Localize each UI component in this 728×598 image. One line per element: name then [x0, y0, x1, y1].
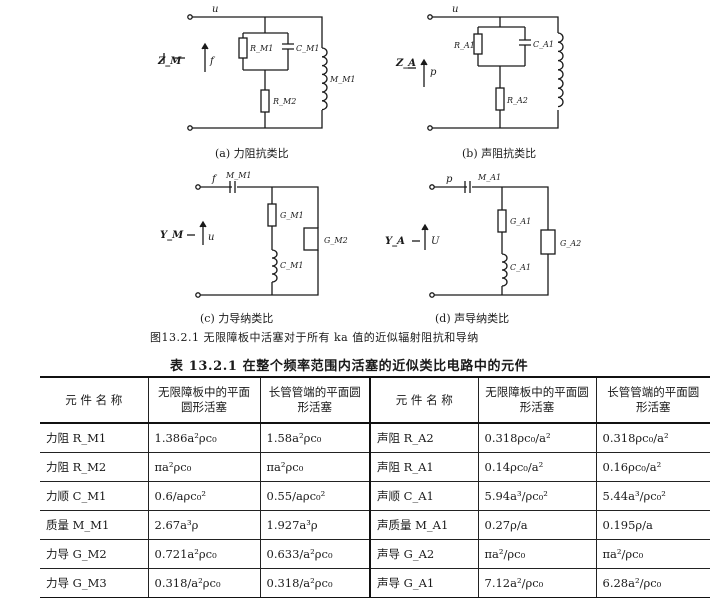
panel-d-g2-label: G_A2: [560, 239, 581, 248]
table-cell: 0.55/aρc₀²: [259, 481, 371, 511]
table-cell: 声导 G_A1: [369, 568, 479, 598]
panel-a-caption: (a) 力阻抗类比: [215, 146, 289, 160]
panel-c-series-label: M_M1: [225, 171, 251, 180]
panel-b-input-label: Z_A: [395, 58, 416, 69]
table-cell: 力顺 C_M1: [40, 481, 149, 511]
table-cell: 0.318/a²ρc₀: [259, 568, 371, 598]
panel-a-r2-label: R_M2: [272, 97, 296, 106]
panel-d-input-label: Y_A: [385, 236, 405, 247]
header-cell: 无限障板中的平面圆形活塞: [147, 376, 261, 424]
panel-a-r1-label: R_M1: [249, 44, 273, 53]
circuit-a: [163, 14, 328, 131]
header-cell: 元 件 名 称: [369, 376, 479, 424]
panel-c-top-label: f: [211, 174, 218, 185]
panel-d-c-label: C_A1: [510, 263, 531, 272]
table-cell: 6.28a²/ρc₀: [595, 568, 710, 598]
table-cell: 声质量 M_A1: [369, 510, 479, 540]
table-cell: 0.14ρc₀/a²: [477, 452, 597, 482]
table-cell: 声导 G_A2: [369, 539, 479, 569]
table-row: 力导 G_M2 0.721a²ρc₀ 0.633/a²ρc₀ 声导 G_A2 π…: [40, 539, 710, 569]
circuit-c: [187, 181, 319, 298]
header-cell: 长管管端的平面圆形活塞: [595, 376, 710, 424]
table-cell: 0.195ρ/a: [595, 510, 710, 540]
table-cell: 1.386a²ρc₀: [147, 422, 261, 453]
panel-d-series-label: M_A1: [477, 173, 501, 182]
panel-c-caption: (c) 力导纳类比: [200, 311, 273, 325]
table-header-row: 元 件 名 称 无限障板中的平面圆形活塞 长管管端的平面圆形活塞 元 件 名 称…: [40, 376, 710, 424]
panel-c-input-label: Y_M: [160, 230, 184, 241]
table-cell: 0.318ρc₀/a²: [477, 422, 597, 453]
table-cell: 1.58a²ρc₀: [259, 422, 371, 453]
table-cell: 力导 G_M3: [40, 568, 149, 598]
figure-caption: 图13.2.1 无限障板中活塞对于所有 ka 值的近似辐射阻抗和导纳: [150, 331, 479, 344]
table-cell: 0.318ρc₀/a²: [595, 422, 710, 453]
table-cell: 0.16ρc₀/a²: [595, 452, 710, 482]
panel-b-top-label: u: [452, 4, 458, 15]
panel-a-m-label: M_M1: [329, 75, 355, 84]
panel-a-top-label: u: [212, 4, 218, 15]
panel-c-c-label: C_M1: [280, 261, 303, 270]
circuit-figure: u Z_M f R_M1 C_M1 M_M1 R_M2 u Z_A p R_A1…: [157, 4, 581, 325]
panel-d-arrow-label: U: [431, 236, 440, 247]
panel-c-arrow-label: u: [208, 232, 214, 243]
circuit-b: [408, 14, 564, 131]
panel-b-r1-label: R_A1: [453, 41, 475, 50]
panel-a-input-label: Z_M: [157, 56, 182, 67]
table-cell: 声顺 C_A1: [369, 481, 479, 511]
header-cell: 长管管端的平面圆形活塞: [259, 376, 371, 424]
table-cell: 0.318/a²ρc₀: [147, 568, 261, 598]
table-cell: 声阻 R_A2: [369, 422, 479, 453]
table-cell: 5.94a³/ρc₀²: [477, 481, 597, 511]
table-cell: 0.721a²ρc₀: [147, 539, 261, 569]
header-cell: 元 件 名 称: [40, 376, 149, 424]
panel-d-g1-label: G_A1: [510, 217, 531, 226]
table-row: 力阻 R_M1 1.386a²ρc₀ 1.58a²ρc₀ 声阻 R_A2 0.3…: [40, 422, 710, 453]
panel-c-g2-label: G_M2: [324, 236, 348, 245]
panel-b-caption: (b) 声阻抗类比: [462, 146, 536, 160]
panel-b-c-label: C_A1: [533, 40, 554, 49]
table-cell: πa²/ρc₀: [477, 539, 597, 569]
table-title: 表 13.2.1 在整个频率范围内活塞的近似类比电路中的元件: [170, 359, 529, 374]
circuit-d: [412, 181, 556, 298]
table-cell: πa²ρc₀: [259, 452, 371, 482]
panel-d-caption: (d) 声导纳类比: [435, 311, 509, 325]
table-cell: 力阻 R_M2: [40, 452, 149, 482]
table-cell: 0.27ρ/a: [477, 510, 597, 540]
panel-b-r2-label: R_A2: [506, 96, 528, 105]
table-cell: 0.6/aρc₀²: [147, 481, 261, 511]
table-cell: 2.67a³ρ: [147, 510, 261, 540]
table-cell: 质量 M_M1: [40, 510, 149, 540]
table-cell: 力导 G_M2: [40, 539, 149, 569]
table-cell: 0.633/a²ρc₀: [259, 539, 371, 569]
components-table: 元 件 名 称 无限障板中的平面圆形活塞 长管管端的平面圆形活塞 元 件 名 称…: [40, 376, 710, 598]
table-row: 力导 G_M3 0.318/a²ρc₀ 0.318/a²ρc₀ 声导 G_A1 …: [40, 568, 710, 598]
table-cell: πa²ρc₀: [147, 452, 261, 482]
panel-c-g1-label: G_M1: [280, 211, 304, 220]
panel-a-c-label: C_M1: [296, 44, 319, 53]
table-cell: πa²/ρc₀: [595, 539, 710, 569]
table-cell: 1.927a³ρ: [259, 510, 371, 540]
table-row: 力顺 C_M1 0.6/aρc₀² 0.55/aρc₀² 声顺 C_A1 5.9…: [40, 481, 710, 511]
table-cell: 声阻 R_A1: [369, 452, 479, 482]
panel-b-arrow-label: p: [430, 67, 437, 78]
header-cell: 无限障板中的平面圆形活塞: [477, 376, 597, 424]
table-row: 质量 M_M1 2.67a³ρ 1.927a³ρ 声质量 M_A1 0.27ρ/…: [40, 510, 710, 540]
table-cell: 5.44a³/ρc₀²: [595, 481, 710, 511]
panel-d-top-label: p: [446, 174, 453, 185]
table-row: 力阻 R_M2 πa²ρc₀ πa²ρc₀ 声阻 R_A1 0.14ρc₀/a²…: [40, 452, 710, 482]
table-cell: 力阻 R_M1: [40, 422, 149, 453]
table-cell: 7.12a²/ρc₀: [477, 568, 597, 598]
panel-a-arrow-label: f: [209, 56, 216, 67]
page: u Z_M f R_M1 C_M1 M_M1 R_M2 u Z_A p R_A1…: [40, 4, 710, 598]
